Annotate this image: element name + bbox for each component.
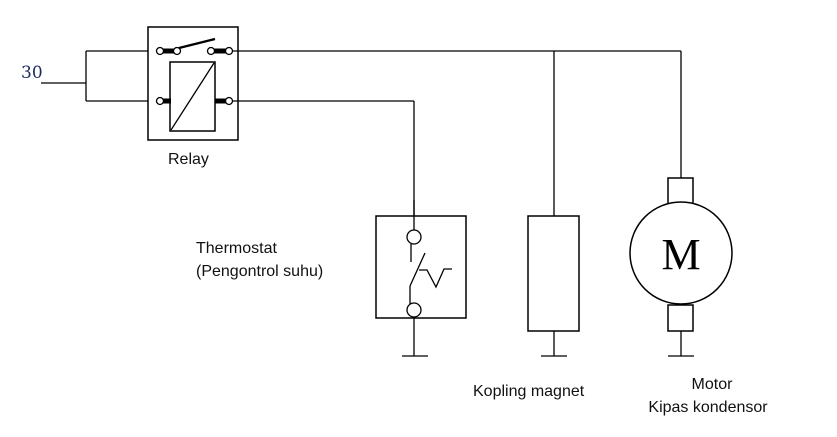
condenser-fan-motor: M Motor Kipas kondensor (629, 177, 768, 416)
relay-terminal (172, 46, 182, 56)
relay-terminal (206, 46, 216, 56)
input-label-30: 30 (21, 63, 43, 83)
relay: Relay (147, 26, 239, 168)
motor-label: Motor (692, 376, 734, 393)
magnetic-clutch: Kopling magnet (473, 215, 585, 400)
relay-terminal (224, 46, 234, 56)
relay-terminal (155, 96, 165, 106)
relay-terminal (155, 46, 165, 56)
motor-brush-top (667, 177, 694, 205)
thermostat-label: Thermostat (196, 240, 277, 257)
thermostat-terminal-bottom (406, 302, 422, 318)
thermostat-housing (375, 215, 467, 319)
thermostat: Thermostat (Pengontrol suhu) (196, 200, 467, 357)
relay-label: Relay (168, 151, 209, 168)
thermostat-contact-blade (409, 252, 426, 287)
relay-switch-blade (178, 37, 216, 50)
motor-sublabel: Kipas kondensor (648, 399, 768, 416)
clutch-label: Kopling magnet (473, 383, 585, 400)
thermostat-terminal-top (406, 229, 422, 245)
thermostat-bimetal-symbol (419, 268, 452, 289)
clutch-coil (527, 215, 580, 332)
motor-symbol: M (661, 230, 700, 279)
relay-terminal (224, 96, 234, 106)
motor-brush-bottom (667, 304, 694, 332)
relay-coil-diagonal (170, 62, 215, 131)
motor-body (629, 201, 733, 305)
thermostat-sublabel: (Pengontrol suhu) (196, 263, 323, 280)
